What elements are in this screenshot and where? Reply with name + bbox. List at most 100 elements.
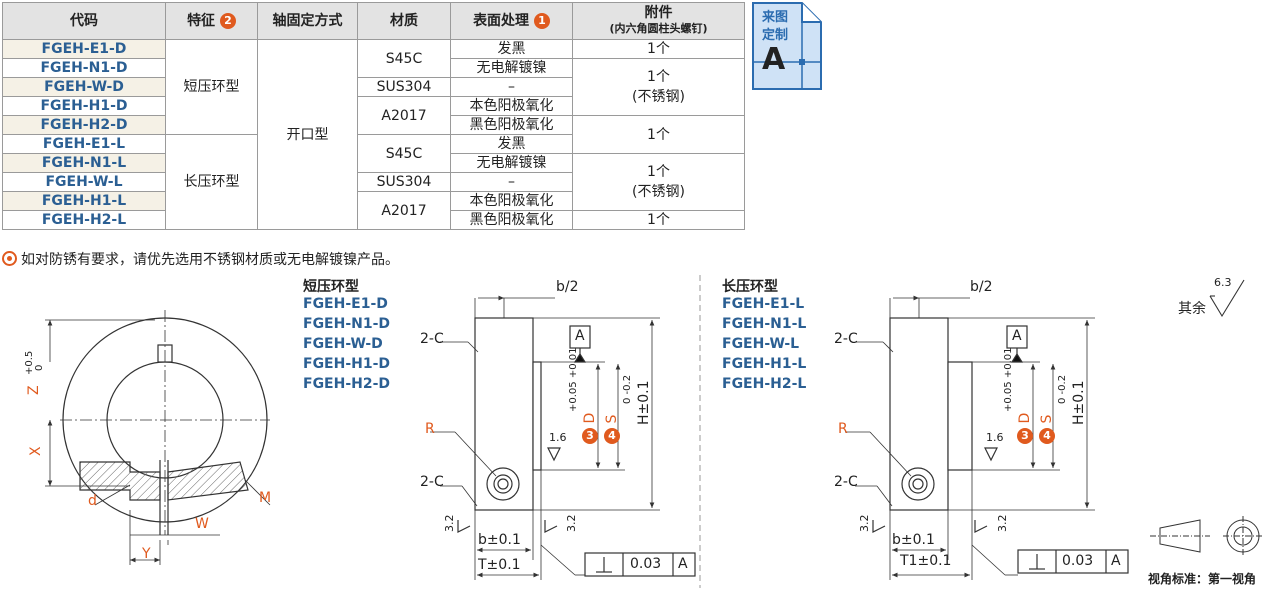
accessory-cell: 1个(不锈钢) <box>572 58 745 116</box>
y-label: Y <box>142 546 151 562</box>
short-s-dimension: 4 S <box>604 414 620 444</box>
long-r-label: R <box>838 421 848 437</box>
short-s-tolerance: 0 -0.2 <box>622 374 633 404</box>
short-b-half: b/2 <box>556 279 579 295</box>
code-cell: FGEH-H1-L <box>2 191 166 211</box>
ring-front-view <box>45 310 271 565</box>
short-datum: A <box>575 328 585 344</box>
view-standard: 视角标准：第一视角 <box>1148 572 1257 586</box>
short-chamfer-bottom: 2-C <box>420 474 444 490</box>
header-surface: 表面处理 1 <box>450 2 573 40</box>
accessory-cell: 1个 <box>572 115 745 154</box>
header-accessory: 附件(内六角圆柱头螺钉) <box>572 2 745 40</box>
long-code: FGEH-N1-L <box>722 316 807 332</box>
long-code: FGEH-W-L <box>722 336 800 352</box>
surface-cell: 本色阳极氧化 <box>450 96 573 116</box>
header-material: 材质 <box>357 2 451 40</box>
table-row: FGEH-N1-L 无电解镀镍 1个(不锈钢) <box>2 153 745 211</box>
note-text: 如对防锈有要求，请优先选用不锈钢材质或无电解镀镍产品。 <box>21 252 399 268</box>
short-roughness: 1.6 <box>549 431 567 444</box>
short-code: FGEH-H2-D <box>303 376 391 392</box>
footnote-2-icon: 2 <box>219 13 236 29</box>
table-row: FGEH-H1-L A2017 本色阳极氧化 <box>2 191 745 230</box>
long-t1-tol: T1±0.1 <box>900 553 952 569</box>
first-angle-projection-icon <box>1150 516 1263 556</box>
table-row: FGEH-H1-D A2017 本色阳极氧化 <box>2 96 745 135</box>
badge-letter: A <box>762 42 786 77</box>
surface-cell: 黑色阳极氧化 <box>450 115 573 135</box>
long-code: FGEH-E1-L <box>722 296 805 312</box>
m-label: M <box>259 490 272 506</box>
table-row: FGEH-E1-L 长压环型 S45C 发黑 <box>2 134 745 230</box>
long-roughness: 1.6 <box>986 431 1004 444</box>
short-perp-value: 0.03 <box>630 556 662 572</box>
table-row: FGEH-W-L SUS304 – <box>2 172 745 192</box>
long-roughness-left: 3.2 <box>858 514 871 533</box>
table-header-row: 代码 特征 2 轴固定方式 材质 表面处理 1 附件(内六角圆柱头螺钉) <box>2 2 745 40</box>
short-d-tolerance: +0.05 +0.01 <box>568 347 579 412</box>
document-icon <box>752 2 822 90</box>
short-d-dimension: 3 D <box>582 412 598 444</box>
long-h-dimension: H±0.1 <box>1071 380 1087 425</box>
code-cell: FGEH-E1-L <box>2 134 166 154</box>
long-roughness-right: 3.2 <box>996 514 1009 533</box>
table-row: FGEH-N1-D 无电解镀镍 1个(不锈钢) <box>2 58 745 116</box>
header-code: 代码 <box>2 2 166 40</box>
d-label: d <box>88 493 97 509</box>
short-code: FGEH-E1-D <box>303 296 388 312</box>
short-code: FGEH-H1-D <box>303 356 391 372</box>
long-s-dimension: 4 S <box>1039 414 1055 444</box>
z-dimension-label: Z <box>26 385 42 395</box>
accessory-cell: 1个 <box>572 39 745 59</box>
material-cell: S45C <box>357 134 451 173</box>
badge-line2: 定制 <box>762 28 789 43</box>
long-datum: A <box>1012 328 1022 344</box>
surface-cell: 发黑 <box>450 134 573 154</box>
long-b-half: b/2 <box>970 279 993 295</box>
table-row: FGEH-H2-L 黑色阳极氧化 1个 <box>2 210 745 230</box>
header-fixing: 轴固定方式 <box>257 2 358 40</box>
feature-cell-short: 短压环型 <box>165 39 258 135</box>
short-code: FGEH-W-D <box>303 336 383 352</box>
code-cell: FGEH-H2-L <box>2 210 166 230</box>
custom-drawing-badge: 来图 定制 A <box>752 2 822 90</box>
short-b-tol: b±0.1 <box>478 532 521 548</box>
table-row: FGEH-H2-D 黑色阳极氧化 1个 <box>2 115 745 154</box>
table-row: FGEH-E1-D 短压环型 开口型 S45C 发黑 1个 <box>2 39 745 230</box>
accessory-cell: 1个 <box>572 210 745 230</box>
short-type-side-view <box>430 295 696 580</box>
badge-line1: 来图 <box>762 10 789 25</box>
code-cell: FGEH-H1-D <box>2 96 166 116</box>
material-cell: A2017 <box>357 96 451 135</box>
long-d-dimension: 3 D <box>1017 412 1033 444</box>
roughness-symbol-icon <box>1209 279 1245 318</box>
short-chamfer-top: 2-C <box>420 331 444 347</box>
long-section-title: 长压环型 <box>722 279 778 295</box>
long-s-tolerance: 0 -0.2 <box>1057 374 1068 404</box>
long-d-tolerance: +0.05 +0.01 <box>1003 347 1014 412</box>
other-roughness-value: 6.3 <box>1214 276 1232 289</box>
short-roughness-left: 3.2 <box>443 514 456 533</box>
short-h-dimension: H±0.1 <box>636 380 652 425</box>
long-type-side-view <box>845 295 1129 580</box>
code-cell: FGEH-W-D <box>2 77 166 97</box>
rust-note: 如对防锈有要求，请优先选用不锈钢材质或无电解镀镍产品。 <box>2 249 399 269</box>
short-code: FGEH-N1-D <box>303 316 391 332</box>
note-bullet-icon <box>2 251 17 266</box>
z-tolerance-zero: 0 <box>34 364 45 371</box>
w-label: W <box>195 516 209 532</box>
feature-cell-long: 长压环型 <box>165 134 258 230</box>
long-perp-datum: A <box>1111 553 1121 569</box>
long-chamfer-top: 2-C <box>834 331 858 347</box>
short-roughness-right: 3.2 <box>565 514 578 533</box>
code-cell: FGEH-H2-D <box>2 115 166 135</box>
footnote-1-icon: 1 <box>533 13 550 29</box>
long-b-tol: b±0.1 <box>892 532 935 548</box>
short-section-title: 短压环型 <box>303 279 359 295</box>
long-code: FGEH-H2-L <box>722 376 807 392</box>
material-cell: S45C <box>357 39 451 78</box>
code-cell: FGEH-N1-D <box>2 58 166 78</box>
short-t-tol: T±0.1 <box>478 557 521 573</box>
long-chamfer-bottom: 2-C <box>834 474 858 490</box>
